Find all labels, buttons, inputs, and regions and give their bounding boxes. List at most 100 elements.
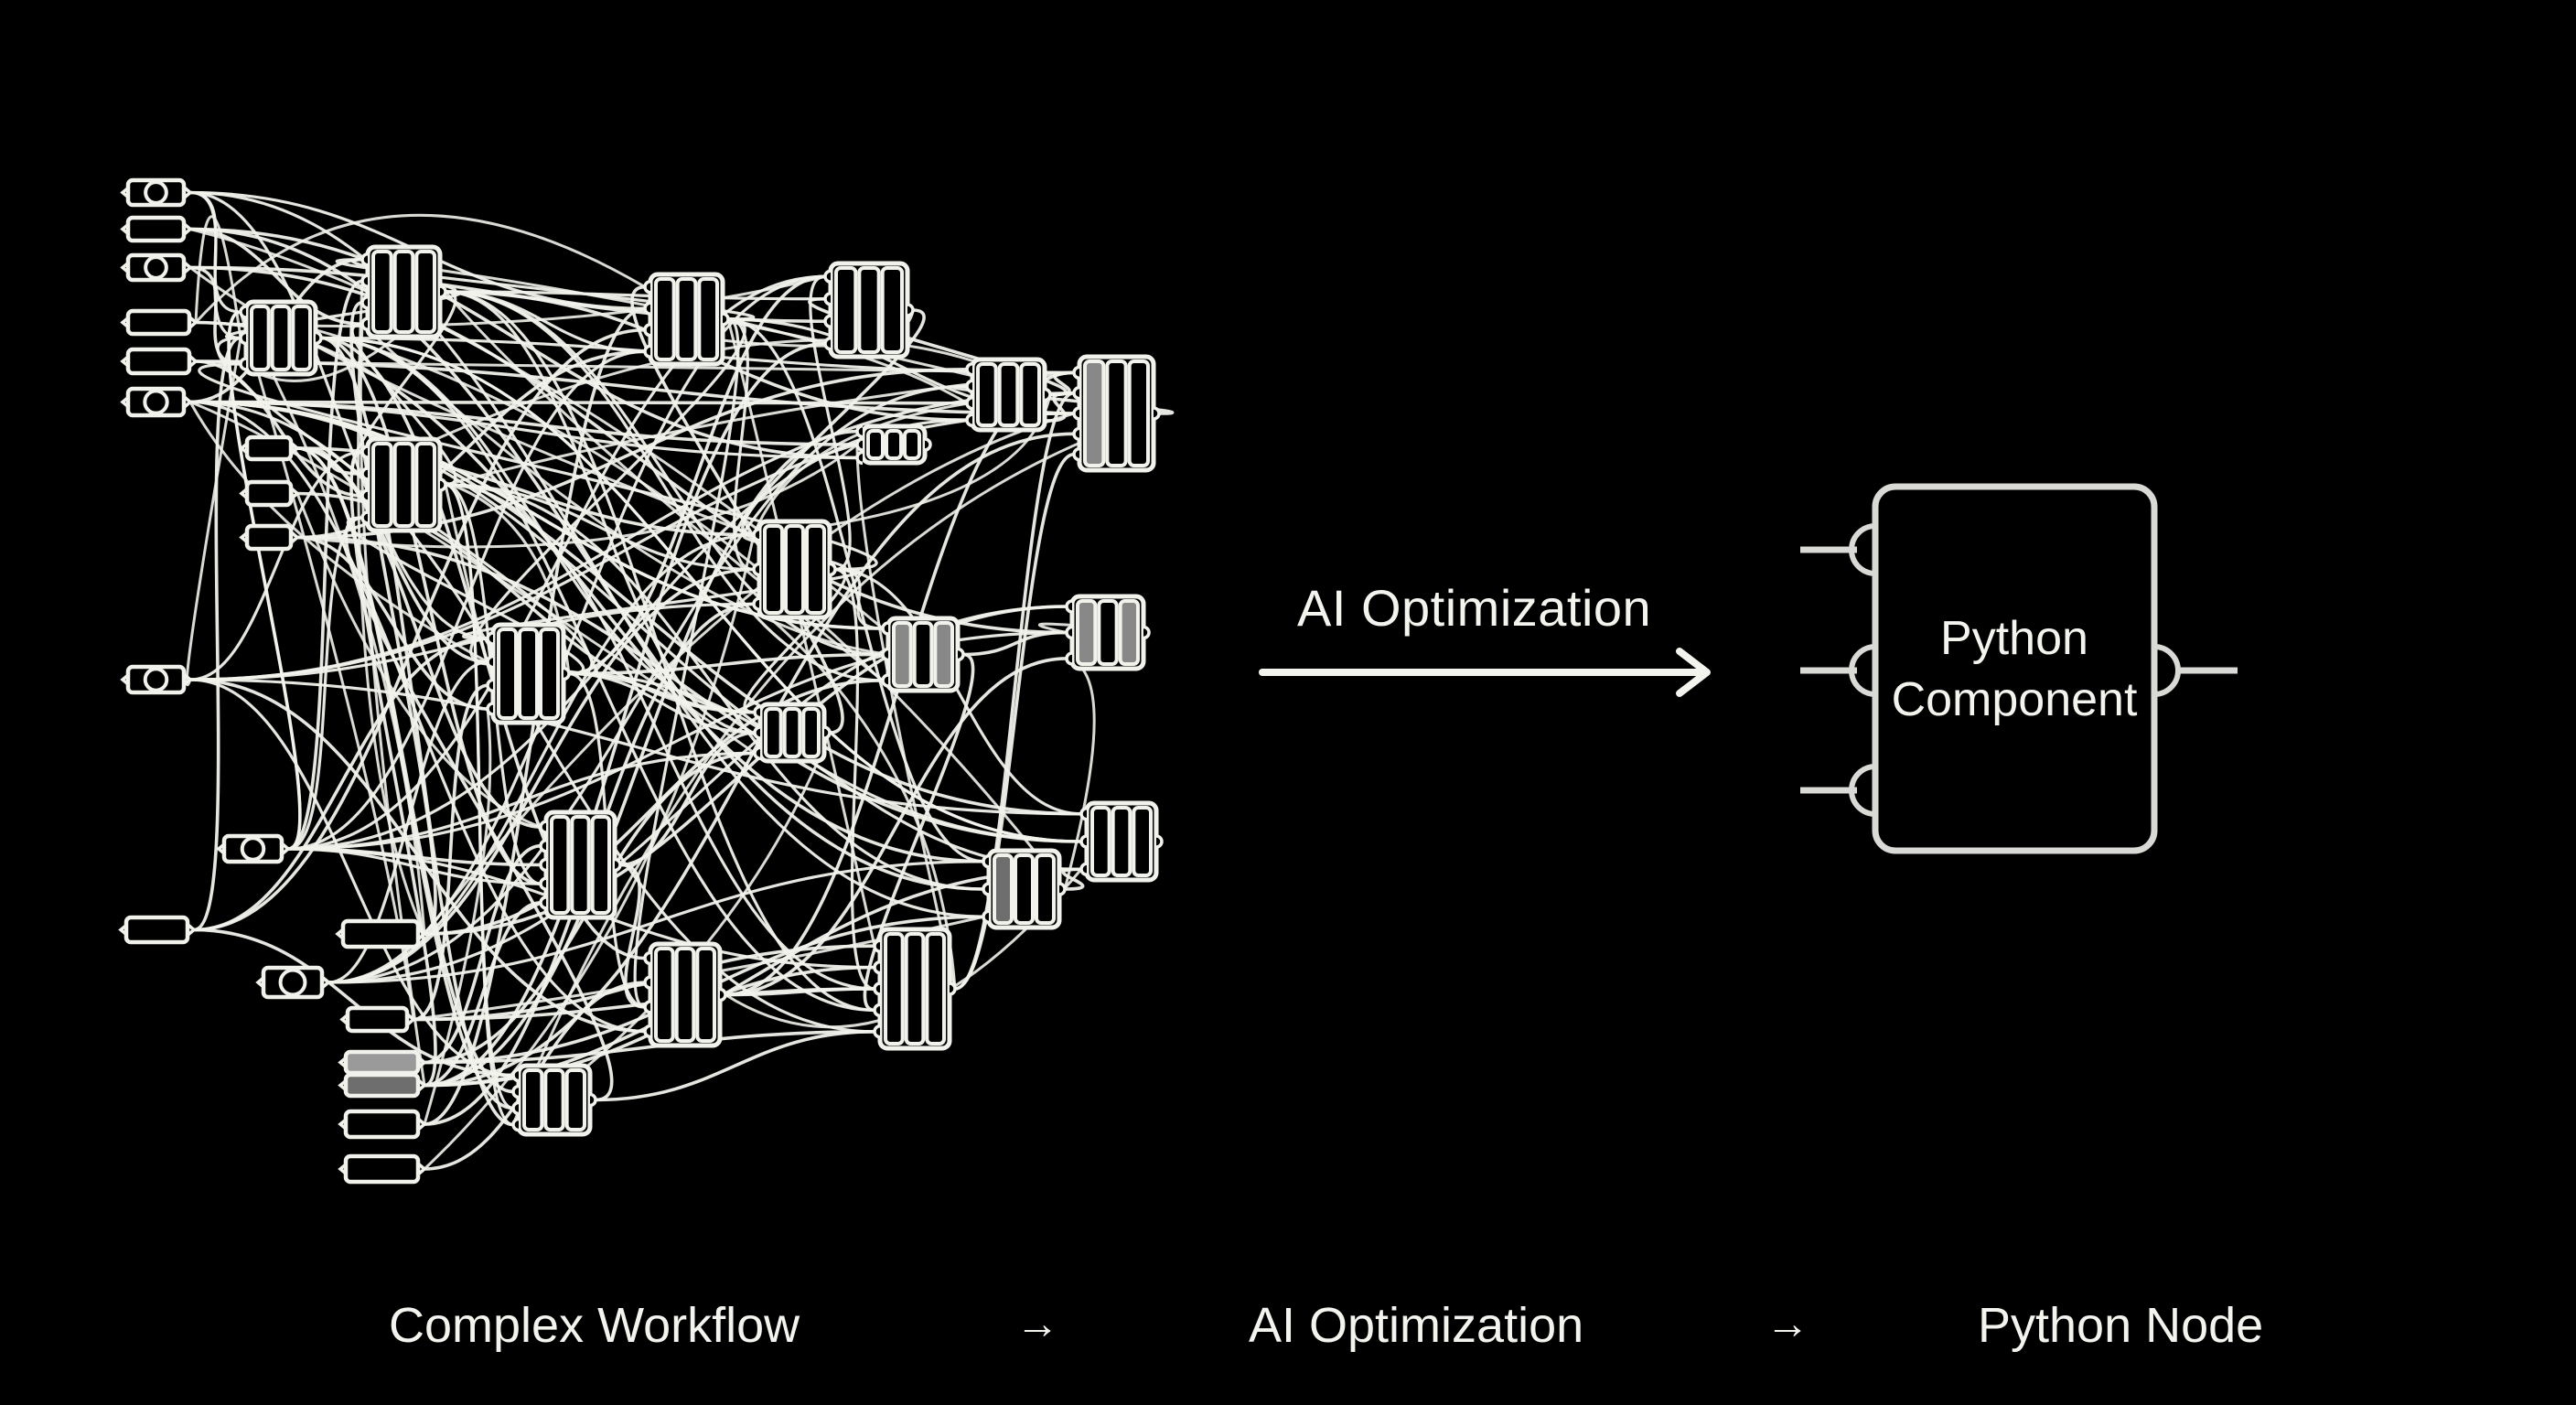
output-port[interactable] bbox=[320, 975, 331, 990]
slider-input-node[interactable] bbox=[239, 523, 300, 552]
node-body[interactable] bbox=[123, 915, 190, 945]
input-port[interactable] bbox=[753, 704, 761, 720]
component-node[interactable] bbox=[982, 848, 1067, 930]
input-port[interactable] bbox=[255, 976, 265, 989]
component-node[interactable] bbox=[881, 616, 965, 693]
input-port[interactable] bbox=[511, 1084, 520, 1099]
node-body[interactable] bbox=[343, 1072, 421, 1099]
input-port[interactable] bbox=[486, 702, 494, 716]
input-port[interactable] bbox=[120, 223, 130, 235]
output-port[interactable] bbox=[188, 354, 199, 369]
input-port[interactable] bbox=[965, 395, 973, 411]
input-port[interactable] bbox=[753, 725, 761, 740]
input-port[interactable] bbox=[965, 362, 973, 377]
node-body[interactable] bbox=[125, 347, 192, 376]
component-node[interactable] bbox=[539, 810, 622, 920]
slider-input-node[interactable] bbox=[239, 479, 300, 508]
output-port[interactable] bbox=[1153, 406, 1161, 421]
input-port[interactable] bbox=[643, 1024, 651, 1039]
input-port[interactable] bbox=[239, 305, 247, 319]
output-port[interactable] bbox=[907, 303, 915, 317]
output-port[interactable] bbox=[182, 186, 193, 199]
output-port[interactable] bbox=[416, 927, 427, 941]
input-port[interactable] bbox=[120, 316, 130, 328]
input-port[interactable] bbox=[120, 355, 130, 368]
input-port[interactable] bbox=[855, 450, 864, 466]
slider-input-node[interactable] bbox=[338, 1109, 427, 1140]
component-node[interactable] bbox=[823, 261, 915, 359]
node-body[interactable] bbox=[345, 1005, 410, 1034]
node-body[interactable] bbox=[244, 434, 294, 462]
output-port[interactable] bbox=[1044, 387, 1052, 402]
output-port[interactable] bbox=[182, 222, 193, 236]
output-port[interactable] bbox=[416, 1117, 427, 1132]
input-port[interactable] bbox=[643, 323, 651, 338]
input-port[interactable] bbox=[965, 379, 973, 394]
input-port[interactable] bbox=[120, 673, 130, 686]
input-port[interactable] bbox=[643, 950, 651, 966]
input-port[interactable] bbox=[965, 413, 973, 427]
input-port[interactable] bbox=[118, 924, 128, 936]
output-port[interactable] bbox=[563, 666, 571, 681]
input-port[interactable] bbox=[1079, 834, 1088, 849]
output-port[interactable] bbox=[589, 1092, 597, 1108]
input-port[interactable] bbox=[881, 621, 889, 636]
input-port[interactable] bbox=[823, 292, 832, 306]
output-port[interactable] bbox=[823, 725, 832, 740]
slider-input-node[interactable] bbox=[118, 915, 197, 945]
input-port[interactable] bbox=[982, 882, 990, 896]
input-port[interactable] bbox=[511, 1117, 520, 1132]
input-port[interactable] bbox=[855, 424, 864, 439]
output-port[interactable] bbox=[315, 330, 323, 346]
input-port[interactable] bbox=[1072, 365, 1080, 381]
input-port[interactable] bbox=[360, 510, 369, 525]
node-body[interactable] bbox=[244, 479, 294, 508]
input-port[interactable] bbox=[982, 909, 990, 924]
output-port[interactable] bbox=[416, 1162, 427, 1176]
input-port[interactable] bbox=[239, 357, 247, 371]
input-port[interactable] bbox=[1079, 862, 1088, 876]
node-body[interactable] bbox=[125, 177, 187, 208]
input-port[interactable] bbox=[120, 262, 130, 273]
input-port[interactable] bbox=[539, 896, 547, 910]
output-port[interactable] bbox=[182, 672, 193, 687]
output-port[interactable] bbox=[1058, 882, 1067, 896]
output-port[interactable] bbox=[186, 923, 197, 937]
input-port[interactable] bbox=[1072, 426, 1080, 442]
slider-input-node[interactable] bbox=[120, 347, 199, 376]
input-port[interactable] bbox=[486, 631, 494, 646]
input-port[interactable] bbox=[486, 654, 494, 670]
node-body[interactable] bbox=[125, 664, 187, 695]
input-port[interactable] bbox=[338, 1163, 348, 1175]
toggle-input-node[interactable] bbox=[255, 965, 331, 1000]
component-node[interactable] bbox=[1079, 800, 1164, 883]
input-port[interactable] bbox=[1065, 651, 1073, 666]
output-port[interactable] bbox=[280, 842, 291, 856]
component-input-port[interactable] bbox=[1849, 644, 1876, 697]
input-port[interactable] bbox=[1065, 599, 1073, 614]
input-port[interactable] bbox=[1065, 625, 1073, 640]
output-port[interactable] bbox=[289, 487, 300, 500]
toggle-input-node[interactable] bbox=[120, 177, 193, 208]
output-port[interactable] bbox=[289, 531, 300, 544]
node-body[interactable] bbox=[125, 386, 187, 418]
input-port[interactable] bbox=[120, 187, 130, 198]
component-node[interactable] bbox=[1065, 594, 1151, 671]
input-port[interactable] bbox=[643, 344, 651, 359]
slider-input-node[interactable] bbox=[120, 215, 193, 243]
input-port[interactable] bbox=[338, 1118, 348, 1131]
toggle-input-node[interactable] bbox=[216, 833, 291, 864]
input-port[interactable] bbox=[338, 1079, 348, 1091]
input-port[interactable] bbox=[360, 273, 369, 288]
input-port[interactable] bbox=[239, 442, 249, 455]
output-port[interactable] bbox=[416, 1078, 427, 1092]
input-port[interactable] bbox=[338, 1056, 348, 1068]
input-port[interactable] bbox=[360, 488, 369, 503]
output-port[interactable] bbox=[439, 284, 447, 299]
output-port[interactable] bbox=[182, 395, 193, 409]
component-node[interactable] bbox=[752, 519, 837, 620]
input-port[interactable] bbox=[1079, 807, 1088, 821]
node-body[interactable] bbox=[125, 308, 192, 337]
node-body[interactable] bbox=[125, 215, 187, 243]
slider-input-node[interactable] bbox=[338, 1153, 427, 1185]
